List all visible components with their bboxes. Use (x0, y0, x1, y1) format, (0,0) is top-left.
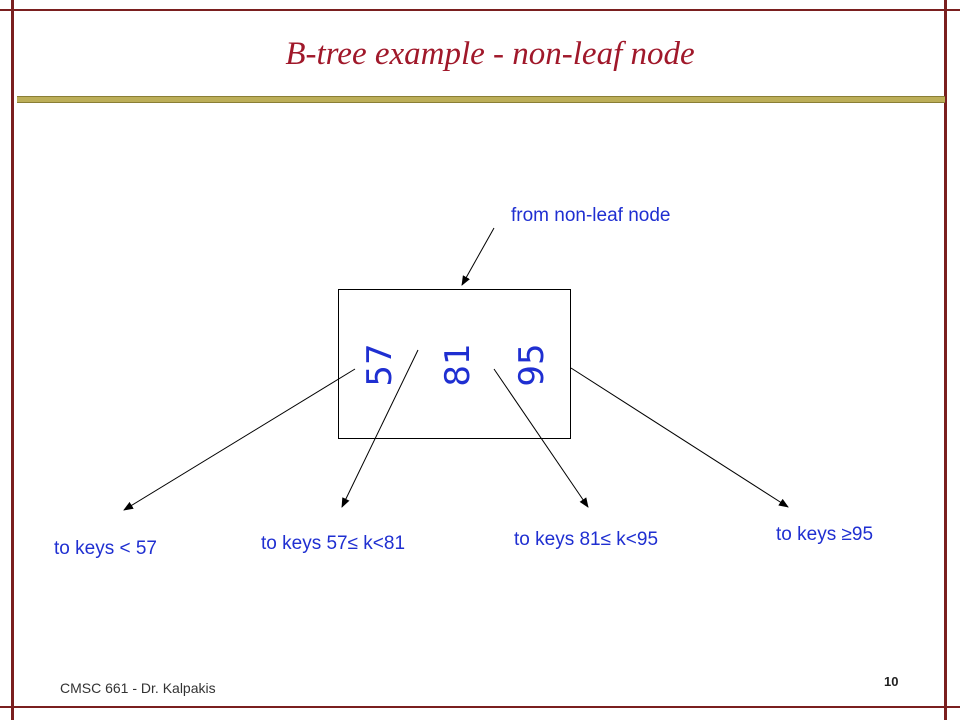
non-leaf-node-box (338, 289, 571, 439)
pointer-label-1: to keys < 57 (54, 538, 157, 559)
pointer-label-3: to keys 81≤ k<95 (514, 529, 659, 550)
pointer-label-4: to keys ≥95 (776, 524, 874, 545)
pointer-arrow-1 (123, 368, 356, 511)
incoming-arrow (461, 227, 495, 286)
pointer-arrow-3 (493, 368, 589, 508)
page-number: 10 (884, 674, 899, 689)
frame-bottom-line (0, 706, 960, 708)
slide-footer: CMSC 661 - Dr. Kalpakis (60, 680, 216, 696)
pointer-arrow-4 (570, 367, 789, 508)
frame-top-line (0, 9, 960, 11)
pointer-arrow-2 (341, 349, 419, 508)
incoming-pointer-label: from non-leaf node (511, 205, 671, 226)
slide-title: B-tree example - non-leaf node (285, 36, 695, 72)
frame-right-line (944, 0, 947, 720)
title-rule (17, 96, 945, 103)
frame-left-line (11, 0, 14, 720)
pointer-label-2: to keys 57≤ k<81 (261, 533, 406, 554)
